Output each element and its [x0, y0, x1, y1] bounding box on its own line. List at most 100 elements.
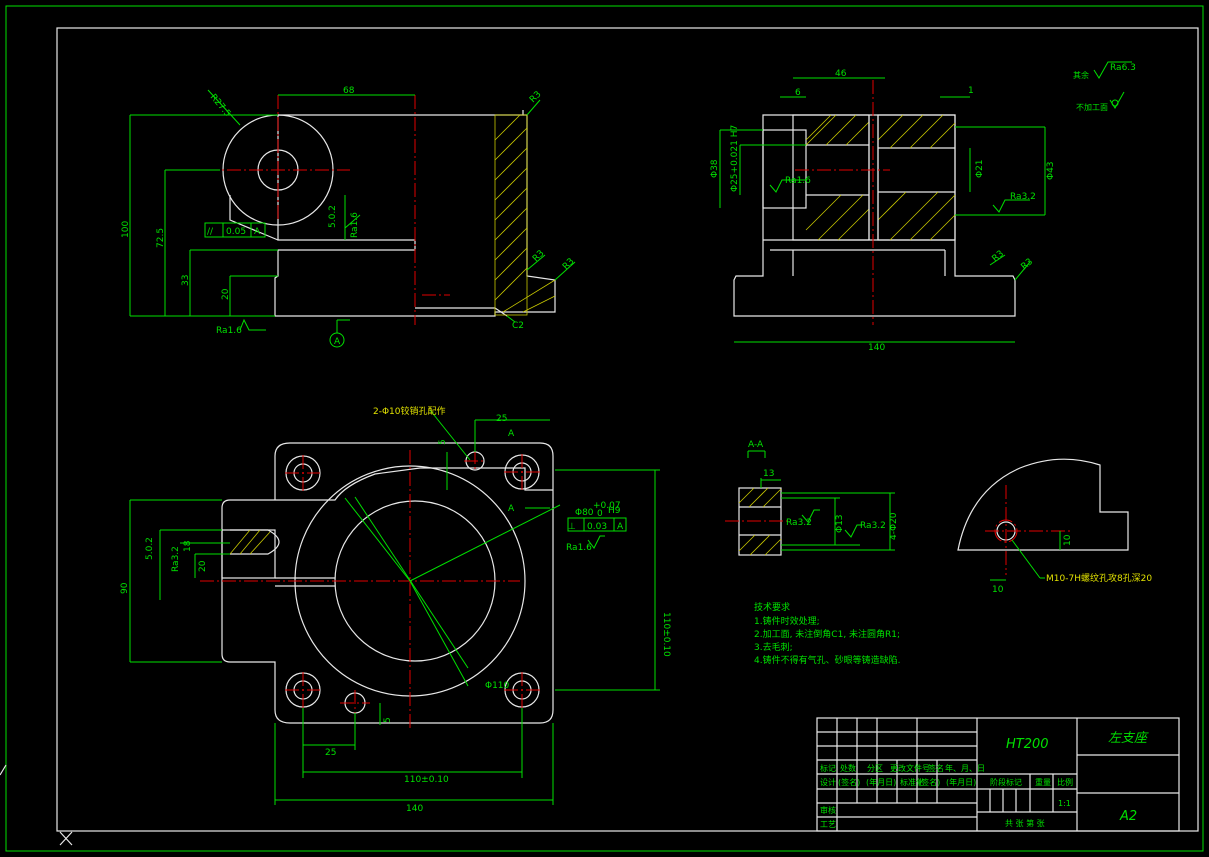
tb-stage: 阶段标记 [990, 777, 1022, 787]
top-dim-tol: 5.0.2 [145, 537, 155, 560]
top-dim-5-a: 5 [438, 439, 448, 445]
tb-r1-c5: 年、月、日 [945, 763, 985, 773]
front-dim-r3-b: R3 [531, 249, 547, 265]
side-ra-3-2: Ra3.2 [1010, 192, 1036, 202]
top-dim-90: 90 [120, 582, 130, 594]
front-dim-68: 68 [343, 86, 355, 96]
front-section-mark: A [334, 337, 341, 347]
tb-weight: 重量 [1035, 777, 1051, 787]
side-dim-46: 46 [835, 69, 847, 79]
front-dim-100: 100 [121, 221, 131, 238]
tb-r4-c0: 工艺 [820, 820, 836, 829]
side-dim-d25: Φ25+0.021 H7 [730, 125, 740, 192]
edge-mark [0, 764, 7, 776]
top-dim-d80-fit: H9 [608, 506, 621, 516]
tech-item-1: 1.铸件时效处理; [754, 615, 820, 627]
top-tolerance-frame [567, 517, 627, 532]
top-dim-25-b: 25 [325, 748, 336, 758]
tb-sheets: 共 张 第 张 [1005, 818, 1045, 828]
outer-border [5, 5, 1204, 852]
legend-unmachined: 不加工面 [1076, 102, 1108, 112]
side-dim-d21: Φ21 [975, 159, 985, 178]
tb-r2-c4: (签名) [918, 777, 940, 787]
top-tol-value: 0.03 [587, 522, 607, 532]
top-dim-d80-up: +0.07 [593, 501, 621, 511]
detail-thread-note: M10-7H螺纹孔攻8孔深20 [1046, 572, 1152, 584]
legend-other-value: Ra6.3 [1110, 63, 1136, 73]
top-dim-110-vertical: 110±0.10 [661, 612, 671, 657]
detail-dim-10: 10 [992, 585, 1004, 595]
detail-dim-10-v: 10 [1063, 534, 1073, 546]
tb-ratio: 比例 [1057, 777, 1073, 787]
tb-size: A2 [1119, 809, 1137, 824]
tb-r1-c0: 标记 [820, 763, 836, 773]
front-tol-symbol: // [207, 227, 214, 237]
tech-title: 技术要求 [754, 601, 790, 613]
front-dim-tol: 5.0.2 [328, 205, 338, 228]
tech-requirements: 技术要求 1.铸件时效处理; 2.加工面, 未注倒角C1, 未注圆角R1; 3.… [754, 601, 900, 666]
section-dim-d20: 4-Φ20 [889, 512, 899, 540]
top-dim-d80: Φ80 [575, 508, 594, 518]
corner-mark [59, 831, 73, 846]
tb-r1-c1: 处数 [840, 763, 856, 773]
top-dim-25: 25 [496, 414, 507, 424]
top-dim-20: 20 [198, 560, 208, 572]
front-view: 68 100 72.5 33 20 R27.5 R3 R3 R3 C2 5.0.… [121, 86, 577, 348]
title-block: HT200 左支座 A2 1:1 标记 处数 分区 更改文件号 签名 年、月、日… [816, 717, 1180, 832]
tb-r1-c2: 分区 [867, 764, 883, 773]
tech-item-2: 2.加工面, 未注倒角C1, 未注圆角R1; [754, 628, 900, 640]
top-dim-holes: 2-Φ10铰销孔配作 [373, 405, 446, 417]
detail-view: M10-7H螺纹孔攻8孔深20 10 10 [957, 458, 1152, 595]
front-tolerance-frame [204, 222, 266, 238]
section-ra-3-2-a: Ra3.2 [786, 518, 812, 528]
front-ra-1-6: Ra1.6 [350, 212, 360, 238]
top-ra-1-6: Ra1.6 [566, 543, 592, 553]
front-dim-72-5: 72.5 [156, 228, 166, 248]
side-dim-d43: Φ43 [1046, 161, 1056, 180]
front-dim-r3-a: R3 [528, 90, 544, 106]
tb-r3-c0: 审核 [820, 805, 836, 815]
front-ra-1-6-b: Ra1.6 [216, 326, 242, 336]
top-dim-5: 5 [383, 717, 393, 723]
top-dim-18: 18 [183, 540, 193, 552]
tb-r2-c5: (年月日) [946, 777, 976, 787]
tb-part-name: 左支座 [1108, 730, 1149, 746]
side-dim-1: 1 [968, 86, 974, 96]
top-ra-3-2: Ra3.2 [171, 546, 181, 572]
side-dim-6: 6 [795, 88, 801, 98]
front-dim-20: 20 [221, 288, 231, 300]
tech-item-4: 4.铸件不得有气孔、砂眼等铸造缺陷. [754, 654, 900, 666]
tb-r2-c2: (年月日) [866, 777, 896, 787]
side-dim-r3-b: R3 [1020, 257, 1036, 272]
tb-material: HT200 [1006, 737, 1049, 752]
tb-r1-c3: 更改文件号 [890, 763, 930, 773]
tb-r2-c3: 标准化 [900, 777, 924, 787]
front-dim-r3-c: R3 [561, 257, 577, 273]
side-dim-d38: Φ38 [710, 159, 720, 178]
top-tol-symbol: ⊥ [568, 522, 576, 532]
side-dim-r3-a: R3 [991, 249, 1007, 264]
top-dim-d80-low: 0 [597, 509, 603, 519]
tb-r1-c4: 签名 [928, 763, 944, 773]
hatch-area [494, 114, 528, 316]
top-view: 2-Φ10铰销孔配作 25 A A Φ80 +0.07 0 H9 ⊥ 0.03 … [120, 405, 671, 814]
top-tol-datum: A [617, 522, 624, 532]
top-dim-140: 140 [406, 804, 423, 814]
side-dim-140: 140 [868, 343, 885, 353]
side-view: 46 6 1 Φ38 Φ25+0.021 H7 Φ21 Φ43 140 Ra1.… [710, 69, 1056, 353]
legend-other: 其余 [1073, 70, 1089, 80]
front-dim-33: 33 [181, 275, 191, 286]
inner-border [56, 27, 1199, 832]
section-dim-d13: Φ13 [835, 514, 845, 533]
section-view: A-A 13 Φ13 4-Φ20 Ra3.2 Ra3.2 [725, 440, 899, 556]
tb-scale: 1:1 [1058, 799, 1071, 808]
section-ra-3-2-b: Ra3.2 [860, 521, 886, 531]
top-dim-d110: Φ110 [485, 681, 510, 691]
section-title: A-A [748, 440, 764, 450]
tech-item-3: 3.去毛刺; [754, 641, 793, 653]
section-dim-13: 13 [763, 469, 774, 479]
roughness-legend: 其余 Ra6.3 不加工面 [1073, 61, 1136, 112]
front-tol-datum: A [254, 227, 261, 237]
tb-r2-c0: 设计 [820, 777, 836, 787]
